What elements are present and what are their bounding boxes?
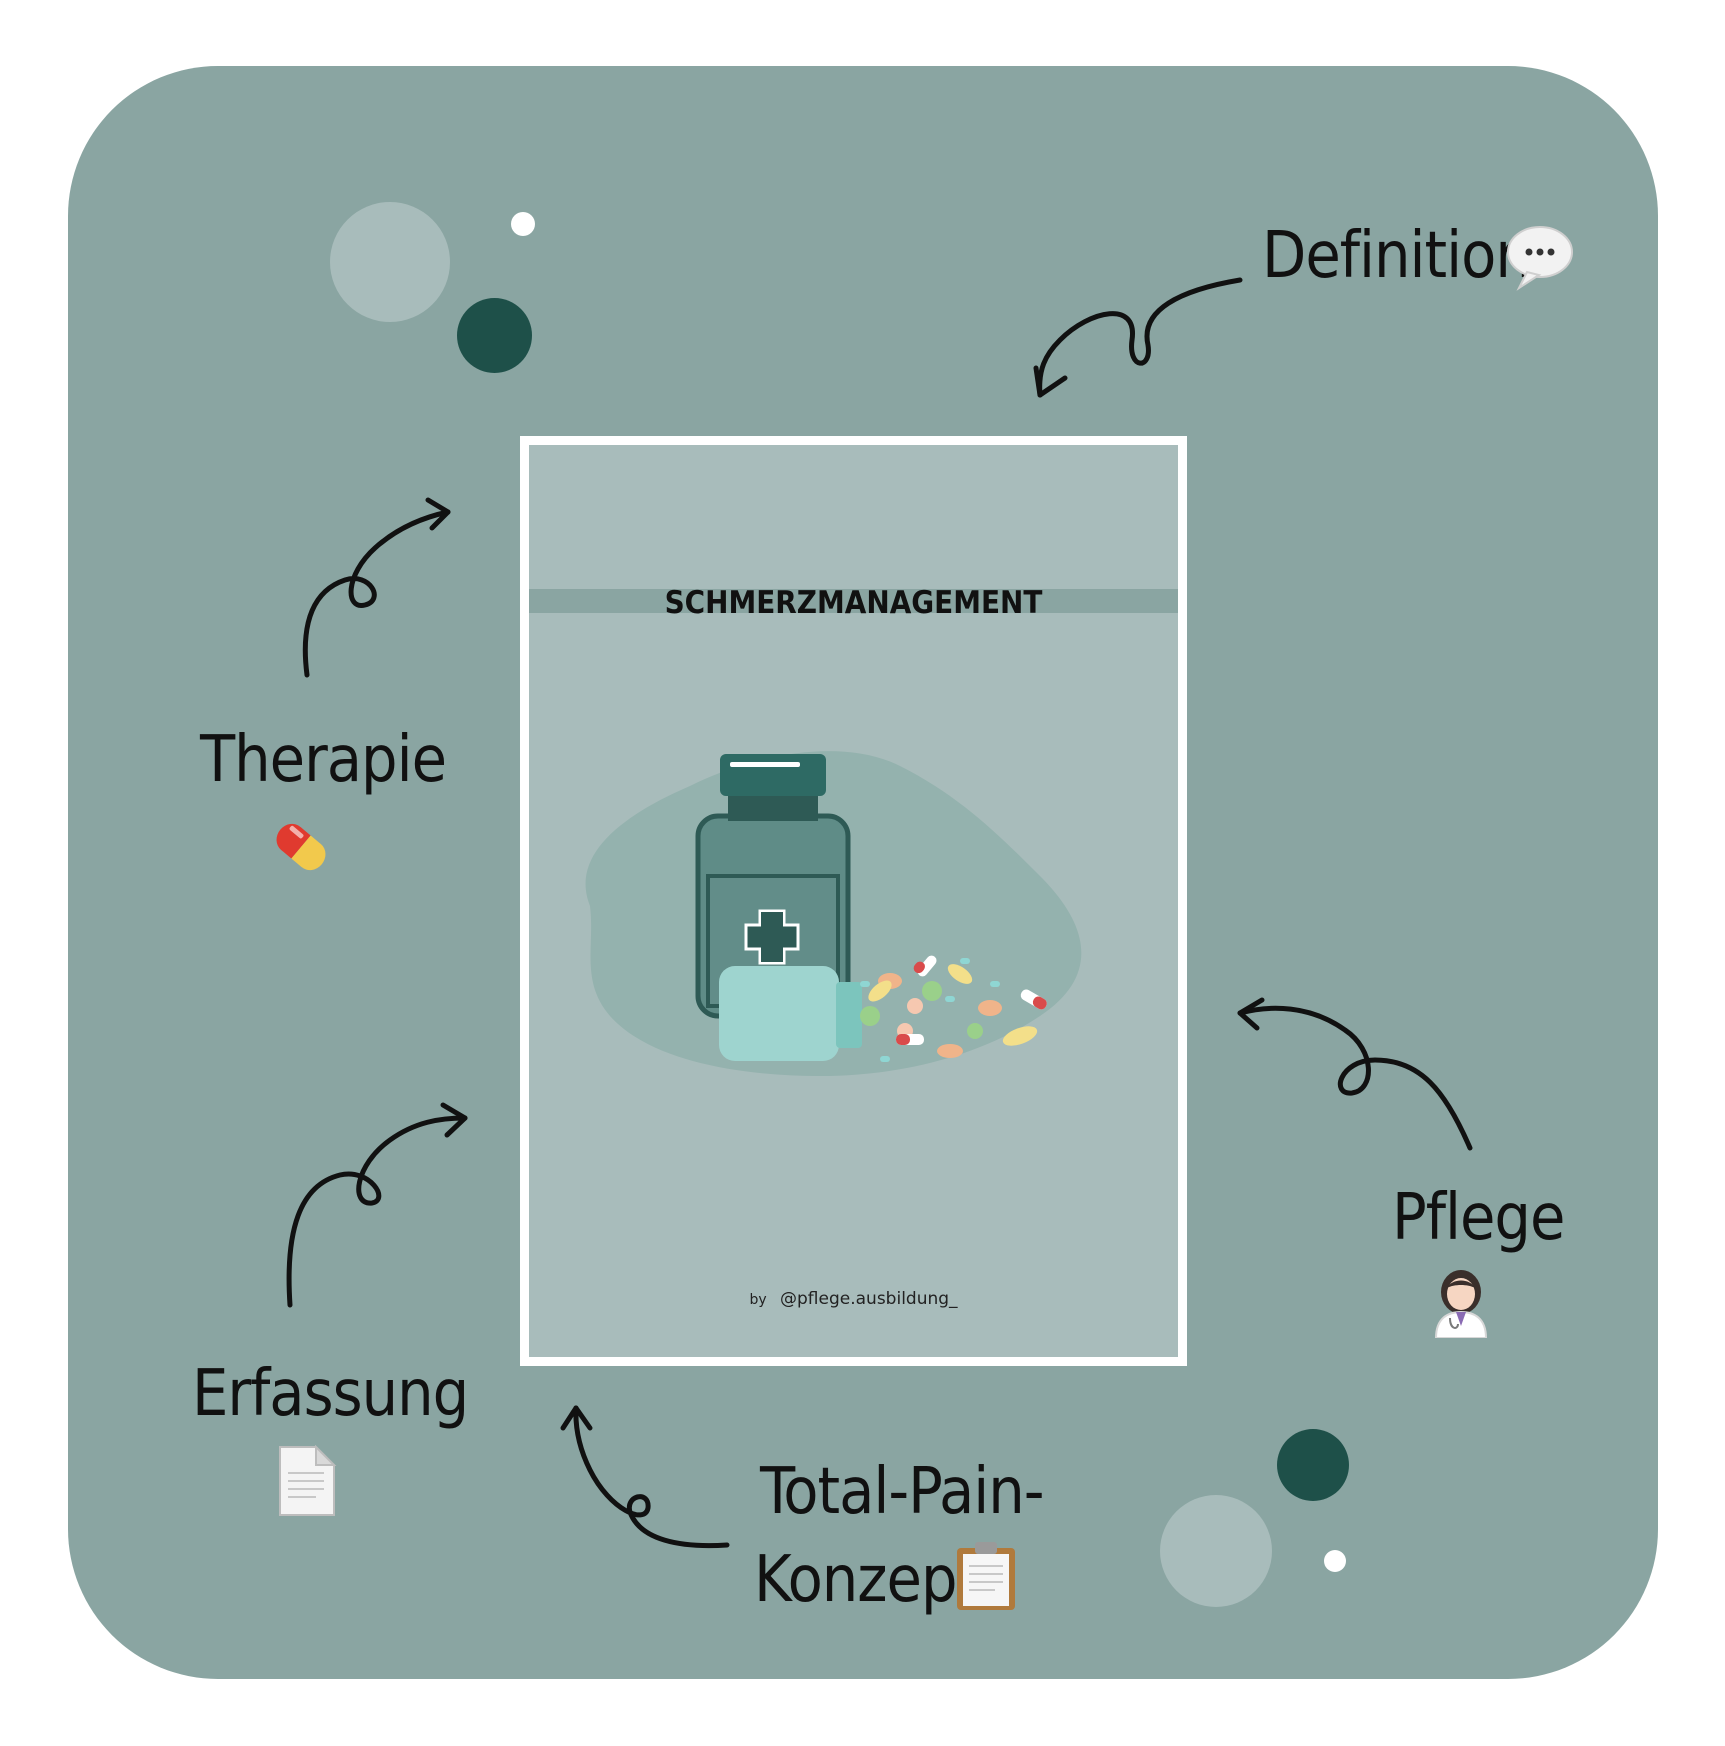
arrow-pflege: [1237, 1005, 1473, 1151]
byline-handle: @pflege.ausbildung_: [780, 1289, 958, 1309]
label-therapie: Therapie: [200, 723, 447, 797]
label-pflege: Pflege: [1392, 1181, 1565, 1255]
clipboard-icon: [955, 1540, 1017, 1616]
pill-capsule-icon: [266, 812, 336, 886]
byline-by: by: [749, 1292, 767, 1308]
arrow-total-pain: [573, 1405, 730, 1549]
cover-byline: by @pflege.ausbildung_: [529, 1289, 1178, 1309]
decor-dot-white-bottom: [1324, 1550, 1346, 1572]
decor-circle-light-bottom: [1160, 1495, 1272, 1607]
decor-circle-light-top: [330, 202, 450, 322]
bottle-cap-shine: [730, 762, 800, 767]
arrow-pflege-head: [1237, 997, 1265, 1031]
label-definition: Definition: [1262, 219, 1532, 293]
arrow-erfassung: [286, 1115, 468, 1308]
document-icon: [276, 1444, 338, 1521]
speech-bubble-icon: [1505, 222, 1575, 296]
label-erfassung: Erfassung: [192, 1357, 469, 1431]
arrow-definition-head: [1033, 365, 1068, 398]
nurse-icon: [1428, 1266, 1494, 1342]
arrow-therapie: [302, 509, 451, 678]
title-band: [529, 589, 1178, 613]
pill-pile: [860, 955, 1047, 1062]
document-cover[interactable]: SCHMERZMANAGEMENT: [520, 436, 1187, 1366]
arrow-definition: [1037, 277, 1243, 398]
cover-title: SCHMERZMANAGEMENT: [664, 585, 1043, 621]
cross-icon: [744, 909, 800, 965]
decor-circle-dark-bottom: [1277, 1429, 1349, 1501]
label-total-pain-line1: Total-Pain-: [760, 1455, 1045, 1529]
arrow-total-pain-head: [560, 1405, 593, 1431]
arrow-erfassung-head: [440, 1102, 468, 1138]
arrow-therapie-head: [425, 497, 451, 531]
tipped-bottle-body: [719, 966, 839, 1061]
medicine-illustration: [585, 751, 1082, 1076]
label-total-pain-line2: Konzept: [754, 1543, 979, 1617]
decor-circle-dark-top: [457, 298, 532, 373]
decor-dot-white-top: [511, 212, 535, 236]
tipped-bottle-neck: [836, 982, 862, 1048]
